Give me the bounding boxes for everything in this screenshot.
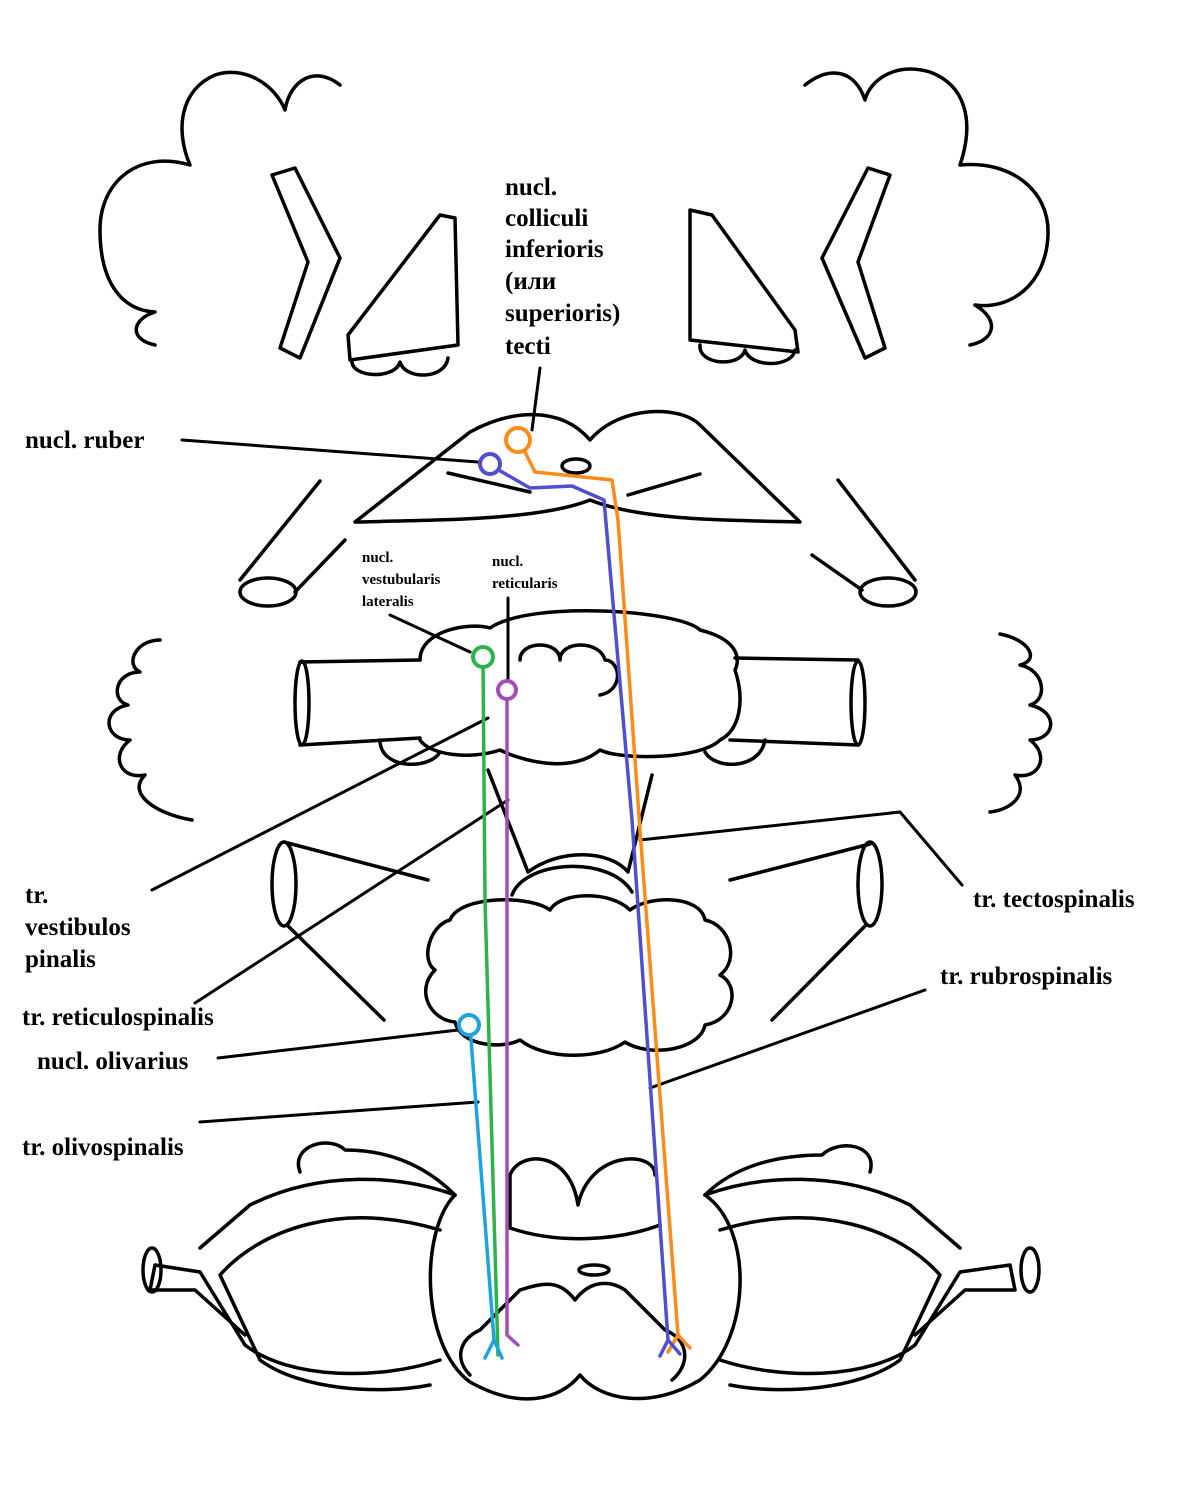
leader-olivarius [216,1028,460,1060]
spinal-central-scallops [508,1157,657,1207]
leader-vestibular-nucleus [388,613,472,654]
left-cylinder-bottom [298,736,422,747]
label-tecti-nucleus: nucl. colliculi inferioris (или superior… [505,174,627,360]
right-peduncle-end [858,576,918,608]
right-cerebellar-cloud [988,632,1053,814]
label-olivospinal: tr. olivospinalis [22,1134,184,1161]
leader-rubrospinal [648,988,927,1090]
tecti-nucleus-marker [504,426,532,454]
leader-tecti [530,366,542,432]
left-peduncle-line-a [238,479,322,582]
right-cylinder-top [733,656,860,662]
right-cerebral-cloud [803,67,1050,347]
left-olive-cyl-top [282,840,430,882]
right-peduncle-line-a [836,478,917,582]
label-ruber: nucl. ruber [25,427,144,454]
left-olive-cylinder-end [270,840,298,928]
central-mass-inner-lobes [518,643,620,697]
left-lateral-wing [148,1216,442,1392]
tracts [457,426,692,1360]
left-triangle-base-lobes [350,356,450,377]
leader-vestibulospinal [150,716,490,892]
label-rubrospinal: tr. rubrospinalis [940,963,1113,990]
medulla-central-mass [418,608,742,766]
central-canal [577,1263,611,1277]
label-vestibulospinal: tr. vestibulos pinalis [25,882,137,973]
fourth-ventricle-floor [510,864,634,897]
spinal-top-left-bump [296,1141,457,1197]
label-reticulospinal: tr. reticulospinalis [22,1004,214,1031]
left-cerebral-cloud [98,70,342,347]
left-triangle-body [346,213,460,362]
reticulospinal-tract [505,688,520,1347]
ruber-nucleus-marker [478,452,502,476]
olive-cloud-mass [424,894,734,1057]
fourth-ventricle-wedge [486,768,654,874]
olive-section [270,840,884,1057]
olivospinal-tract [468,1024,504,1360]
vestibulospinal-tract [481,658,500,1357]
label-olivarius: nucl. olivarius [37,1048,189,1075]
right-olive-cyl-top [728,842,872,882]
upper-medulla-section [107,608,1053,897]
right-olive-cylinder-end [856,840,884,928]
left-lateral-wing-inner [198,1177,457,1250]
right-lateral-wing-inner [703,1177,962,1250]
reticular-nucleus-marker [496,679,518,701]
spinal-cord-body [428,1193,742,1401]
spinal-grey-band-curve [508,1223,662,1241]
leader-reticulospinal [193,798,510,1005]
left-cylinder-top [298,658,422,664]
right-cylinder-end [849,659,867,747]
leader-ruber [180,438,480,464]
left-cylinder-end [293,659,311,747]
left-cerebellar-cloud [107,638,194,822]
right-triangle-base-lobes [698,343,797,366]
central-mass-left-lobe [378,738,442,767]
left-grey-wing [459,1281,687,1382]
rubrospinal-tract [488,463,682,1358]
pons-wing-outline [353,409,802,524]
right-chevron-ventricle [820,166,892,360]
label-vestibular-nucleus: nucl. vestubularis lateralis [362,550,444,610]
central-mass-right-lobe [703,738,767,766]
right-cylinder-bottom [728,738,860,747]
right-lateral-wing [718,1216,1017,1392]
leader-olivospinal [198,1100,480,1124]
left-chevron-ventricle [270,166,342,360]
right-root-end [1019,1246,1041,1294]
right-peduncle-line-b [810,553,864,592]
label-tectospinal: tr. tectospinalis [973,886,1135,913]
left-peduncle-end [238,576,298,608]
vestibular-nucleus-marker [471,645,495,669]
midbrain-section [98,67,1050,377]
leader-lines [150,366,964,1124]
left-peduncle-line-b [293,538,347,594]
aqueduct [560,457,592,475]
spinal-top-right-bump [703,1144,873,1197]
olivarius-nucleus-marker [457,1013,481,1037]
labels: nucl. colliculi inferioris (или superior… [22,174,1135,1161]
tectospinal-tract [518,440,692,1354]
left-olive-cyl-bottom [286,924,386,1022]
right-olive-cyl-bottom [770,924,867,1022]
pons-right-fiber [626,472,702,497]
pons-left-fiber [446,471,532,494]
label-reticular-nucleus: nucl. reticularis [492,554,558,592]
left-root-end [141,1246,163,1294]
pons-section [238,409,918,608]
right-triangle-body [688,208,800,354]
spinal-cord-section [141,1141,1041,1401]
leader-tectospinal [638,810,964,887]
